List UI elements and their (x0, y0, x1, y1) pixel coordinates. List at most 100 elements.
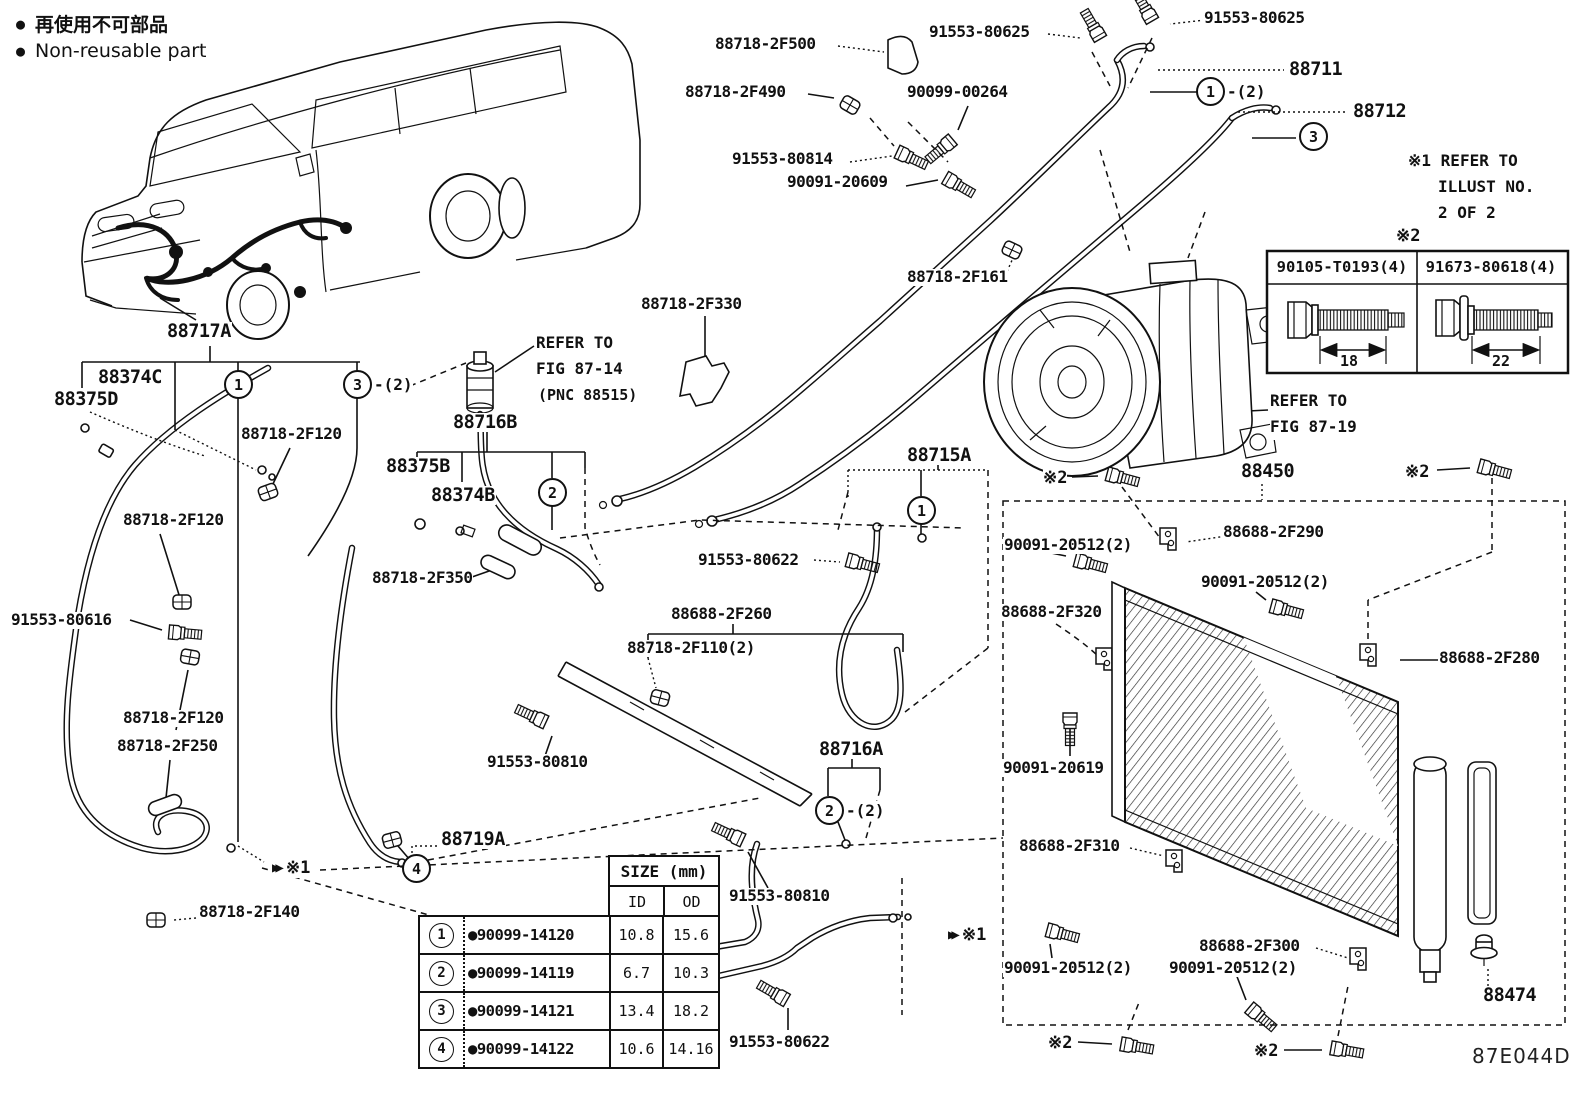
part-label: 91553-80622 (697, 550, 800, 569)
row-inner-diameter: 13.4 (611, 993, 664, 1029)
footnote-line: 2 OF 2 (1438, 203, 1496, 222)
part-label: 88474 (1482, 985, 1538, 1006)
pipe-clip-icon (679, 355, 730, 407)
part-label: 88718-2F490 (684, 82, 787, 101)
row-part-number: ●90099-14119 (465, 955, 611, 991)
bolt-length-right: 22 (1492, 352, 1511, 370)
note-line: FIG 87-14 (536, 359, 623, 378)
part-label: 91553-80814 (731, 149, 834, 168)
seal-strip (1467, 761, 1497, 925)
non-reusable-dot-icon: ● (16, 41, 26, 60)
callout-number: 2 (538, 478, 567, 507)
part-label: 90091-20512(2) (1200, 572, 1330, 591)
part-label: 88688-2F260 (670, 604, 773, 623)
row-ref-badge: 1 (429, 922, 454, 948)
part-label: 88717A (166, 321, 232, 342)
arrow-icon: ▶▶ (948, 927, 960, 943)
footnote-line: ※1 REFER TO (1408, 151, 1518, 170)
row-outer-diameter: 18.2 (672, 1002, 710, 1020)
part-label: 90091-20609 (786, 172, 889, 191)
part-label: 88718-2F110(2) (626, 638, 756, 657)
bolt-box-part-right: 91673-80618(4) (1425, 258, 1557, 276)
refer-fig-87-14-note: REFER TO FIG 87-14 (PNC 88515) (536, 330, 638, 408)
part-label: 88718-2F140 (198, 902, 301, 921)
part-label: 91553-80625 (1203, 8, 1306, 27)
note-line: (PNC 88515) (538, 386, 638, 404)
compressor-icon (983, 259, 1287, 477)
callout-badge-2: 2 (538, 478, 567, 507)
part-label: 90091-20512(2) (1168, 958, 1298, 977)
footnote-illust-note: ※1 REFER TO ILLUST NO. 2 OF 2 (1408, 148, 1535, 226)
callout-quantity: -(2) (374, 375, 413, 394)
grommet-icon (1470, 934, 1498, 966)
callout-number: 1 (907, 496, 936, 525)
legend: ● 再使用不可部品 ● Non-reusable part (16, 10, 206, 64)
part-label: 88374C (97, 367, 163, 388)
part-label: 88718-2F120 (122, 510, 225, 529)
part-label: 88716B (452, 412, 518, 433)
callout-number: 1 (1196, 77, 1225, 106)
size-table-title: SIZE (mm) (608, 855, 720, 888)
part-label: 90099-00264 (906, 82, 1009, 101)
condenser-assembly (1002, 500, 1566, 1026)
reference-mark: ※2 (1254, 1041, 1279, 1061)
part-label: 91553-80625 (928, 22, 1031, 41)
size-table-col-od: OD (663, 885, 720, 918)
callout-number: 2 (815, 796, 844, 825)
part-label: 88718-2F120 (240, 424, 343, 443)
note-line: FIG 87-19 (1270, 417, 1357, 436)
reference-mark: ※2 (1048, 1033, 1073, 1053)
note-line: REFER TO (536, 333, 614, 352)
part-label: 91553-80622 (728, 1032, 831, 1051)
part-label: 90091-20512(2) (1003, 958, 1133, 977)
part-label: 91553-80616 (10, 610, 113, 629)
legend-text-jp: 再使用不可部品 (35, 14, 169, 36)
row-part-number: ●90099-14120 (465, 917, 611, 953)
reference-mark: ※2 (1396, 226, 1421, 246)
row-inner-diameter: 10.8 (611, 917, 664, 953)
part-label: 88688-2F300 (1198, 936, 1301, 955)
reference-mark: ※2 (1405, 462, 1430, 482)
row-outer-diameter: 15.6 (672, 926, 710, 944)
part-label: 88718-2F500 (714, 34, 817, 53)
row-outer-diameter: 14.16 (668, 1040, 714, 1058)
part-label: 88718-2F250 (116, 736, 219, 755)
expansion-valve-icon (466, 351, 494, 414)
callout-badge-1: 1 (907, 496, 936, 525)
bolt-detail-box (1265, 249, 1570, 375)
callout-badge-2: 2-(2) (815, 796, 885, 825)
callout-number: 1 (224, 370, 253, 399)
row-part-number: ●90099-14121 (465, 993, 611, 1029)
part-label: 88688-2F320 (1000, 602, 1103, 621)
row-inner-diameter: 6.7 (611, 955, 664, 991)
part-label: 88688-2F280 (1438, 648, 1541, 667)
callout-number: 3 (343, 370, 372, 399)
part-label: 88718-2F330 (640, 294, 743, 313)
legend-row-en: ● Non-reusable part (16, 37, 206, 64)
row-outer-diameter: 10.3 (672, 964, 710, 982)
part-label: 88718-2F161 (906, 267, 1009, 286)
part-label: 91553-80810 (728, 886, 831, 905)
row-ref-badge: 3 (429, 998, 454, 1024)
callout-quantity: -(2) (846, 801, 885, 820)
part-label: 88711 (1288, 59, 1344, 80)
van-sketch (81, 21, 641, 340)
callout-number: 3 (1299, 122, 1328, 151)
part-label: 88450 (1240, 461, 1296, 482)
row-inner-diameter: 10.6 (611, 1031, 664, 1067)
part-label: 88375B (385, 456, 451, 477)
part-label: 88375D (53, 389, 119, 410)
row-ref-badge: 2 (429, 960, 454, 986)
refer-fig-87-19-note: REFER TO FIG 87-19 (1270, 388, 1357, 440)
non-reusable-dot-icon: ● (16, 14, 26, 33)
small-part-icons (80, 0, 1513, 1062)
part-label: 88688-2F290 (1222, 522, 1325, 541)
part-label: 88719A (440, 829, 506, 850)
sensor-icon (887, 35, 919, 75)
note-line: REFER TO (1270, 391, 1348, 410)
reference-mark: ※2 (1043, 468, 1068, 488)
